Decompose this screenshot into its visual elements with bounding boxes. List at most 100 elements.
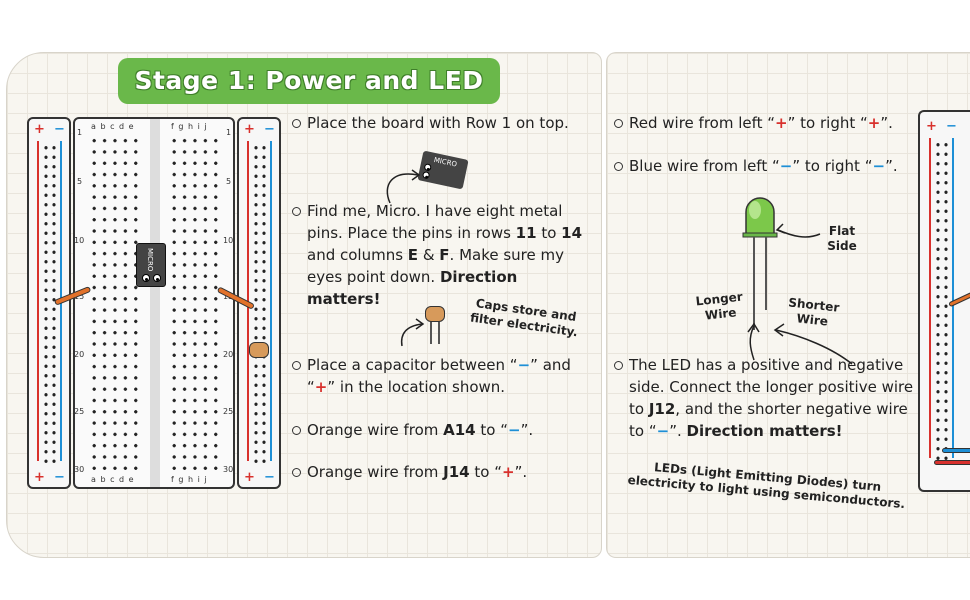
step-text-segment: ” to right “ [792,157,873,175]
step-text-segment: 14 [561,224,583,242]
row-number-10: 10 [74,236,85,245]
step-text-segment: 11 [515,224,537,242]
rail-plus-bottom: + [34,470,45,485]
step-text-segment: − [779,157,793,175]
left-power-rail: + − + − [27,117,71,489]
chip-label: MICRO [146,248,154,272]
col-labels-left: a b c d e [91,122,135,131]
row-number-5-right: 5 [226,177,232,186]
step-text-segment: + [867,114,881,132]
next-rail-blue-line [952,138,954,458]
capacitor-illustration [425,306,445,346]
row-number-1-right: 1 [226,128,232,137]
step-text-segment: J12 [648,400,676,418]
step-text-segment: F [439,246,450,264]
step-connect-led: The LED has a positive and negative side… [629,354,919,442]
flat-side-label: Flat Side [827,224,857,253]
step-text-segment: E [407,246,419,264]
capacitor-pointer-arrow [400,318,425,347]
capacitor-on-board [249,342,269,358]
col-labels-right-bottom: f g h i j [171,475,208,484]
col-labels-left-bottom: a b c d e [91,475,135,484]
rail-holes-right [252,143,268,463]
step-orange-wire-j14: Orange wire from J14 to “+”. [307,461,592,483]
step-text-segment: Find me, Micro. I have eight metal pins.… [307,202,563,242]
step-text-segment: to “ [475,421,508,439]
row-number-25-right: 25 [223,407,234,416]
step-text-segment: Blue wire from left “ [629,157,780,175]
step-text-segment: J14 [443,463,470,481]
step-text-segment: A14 [443,421,476,439]
step-text-segment: Place a capacitor between “ [307,356,518,374]
step-place-capacitor: Place a capacitor between “−” and “+” in… [307,354,592,398]
step-text-segment: − [872,157,886,175]
step-text-segment: − [656,422,670,440]
step-place-micro: Find me, Micro. I have eight metal pins.… [307,200,592,310]
led-wire-arrows [747,322,853,365]
rail-minus-bottom: − [54,470,65,485]
next-rail-red-line [929,138,931,458]
next-page-breadboard-rail: + − [918,110,970,492]
stage-title: Stage 1: Power and LED [118,58,500,104]
next-red-wire [934,460,970,465]
step-orange-wire-a14: Orange wire from A14 to “−”. [307,419,592,441]
step-text-segment: to “ [469,463,502,481]
row-number-30-right: 30 [223,465,234,474]
terminal-holes-left [89,135,141,475]
step-text-segment: Orange wire from [307,421,444,439]
next-rail-minus: − [946,119,957,134]
step-bullet [292,468,301,477]
next-rail-plus: + [926,119,937,134]
flat-side-arrow [775,223,821,238]
step-text-segment: . Make sure my eyes point down. [307,246,564,286]
right-page [606,52,970,558]
step-blue-wire: Blue wire from left “−” to right “−”. [629,155,929,177]
step-text-segment: − [517,356,531,374]
next-blue-wire [942,448,970,453]
rail-minus-bottom-right: − [264,470,275,485]
chip-eye-left [142,274,150,282]
row-number-30: 30 [74,465,85,474]
rail-minus-top-right: − [264,122,275,137]
step-bullet [614,361,623,370]
row-number-10-right: 10 [223,236,234,245]
step-text-segment: + [501,463,515,481]
step-text-segment: Direction matters! [307,268,518,308]
step-text-segment: Red wire from left “ [629,114,776,132]
step-text-segment: ”. [880,114,893,132]
step-red-wire: Red wire from left “+” to right “+”. [629,112,929,134]
step-bullet [614,119,623,128]
step-text-segment: − [508,421,521,439]
step-bullet [614,162,623,171]
capacitor-leg [438,322,440,344]
step-text-segment: , and the shorter negative wire to “ [629,400,908,440]
led-illustration [742,197,778,330]
row-number-25: 25 [74,407,85,416]
col-labels-right: f g h i j [171,122,208,131]
capacitor-body [425,306,445,322]
micro-chip: MICRO [136,243,166,287]
step-text-segment: Direction matters! [686,422,843,440]
capacitor-leg [430,322,432,344]
chip-eye-right [153,274,161,282]
center-channel [150,119,160,487]
step-text-segment: Place the board with Row 1 on top. [307,114,569,132]
step-text-segment: and columns [307,246,408,264]
step-text-segment: + [775,114,788,132]
step-text-segment: ”. [885,157,898,175]
step-text-segment: to [536,224,562,242]
row-number-20: 20 [74,350,85,359]
rail-red-line [37,141,39,461]
step-text-segment: Orange wire from [307,463,444,481]
terminal-holes-right [169,135,221,475]
rail-minus-top: − [54,122,65,137]
chip-pointer-arrow [386,169,421,204]
step-bullet [292,426,301,435]
next-rail-holes [934,140,950,460]
rail-plus-bottom-right: + [244,470,255,485]
step-text-segment: ” to right “ [787,114,868,132]
step-text-segment: ” and “ [307,356,571,396]
step-text-segment: ”. [669,422,687,440]
step-bullet [292,119,301,128]
row-number-20-right: 20 [223,350,234,359]
